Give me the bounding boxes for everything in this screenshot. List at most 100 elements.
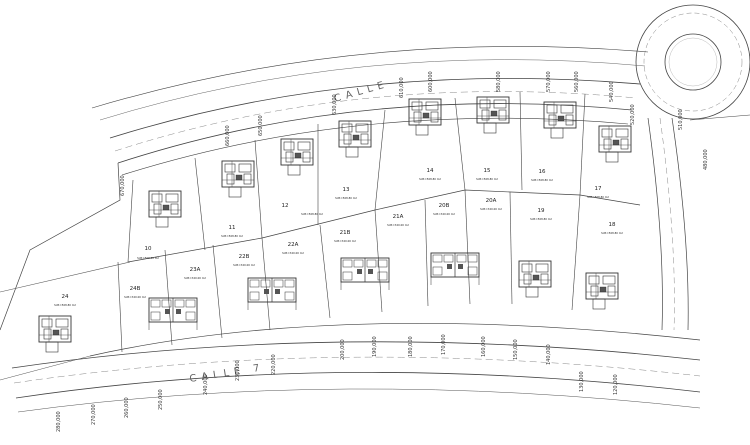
lot-number: 20A [486,198,497,204]
site-boundary [0,162,131,381]
stations-top: 480,000 510,000 520,000 540,000 560,000 … [120,71,709,196]
station-label: 230,000 [235,360,241,381]
station-label: 200,000 [340,339,346,360]
station-label: 120,000 [613,374,619,395]
station-label: 660,000 [225,125,231,146]
lot-number: 15 [484,168,491,174]
roundabout [635,4,750,120]
lot-number: 16 [539,169,546,175]
station-label: 150,000 [513,339,519,360]
lot-area: SUP.=508.80 m2 [54,303,76,307]
lot-area: SUP.=508.80 m2 [301,212,323,216]
lot-area: SUP.=320.00 m2 [433,212,455,216]
lot-area: SUP.=508.80 m2 [137,256,159,260]
lot-22b: 22B SUP.=320.00 m2 [233,254,255,267]
lot-number: 21B [340,230,351,236]
lower-street [11,323,701,413]
lot-area: SUP.=320.00 m2 [184,276,206,280]
lot-area: SUP.=508.80 m2 [601,231,623,235]
lot-number: 11 [229,225,236,231]
station-label: 270,000 [91,404,97,425]
lot-number: 19 [538,208,545,214]
lot-20a: 20A SUP.=320.00 m2 [480,198,502,211]
lot-area: SUP.=320.00 m2 [124,295,146,299]
lot-area: SUP.=320.00 m2 [233,263,255,267]
station-label: 540,000 [609,81,615,102]
station-label: 560,000 [574,71,580,92]
station-label: 130,000 [579,371,585,392]
lot-number: 10 [145,246,152,252]
station-label: 600,000 [428,71,434,92]
lot-number: 18 [609,222,616,228]
stations-bottom: 120,000 130,000 140,000 150,000 160,000 … [56,334,619,432]
station-label: 670,000 [120,175,126,196]
station-label: 160,000 [481,336,487,357]
lot-lines [117,91,641,353]
station-label: 140,000 [546,344,552,365]
street-name-upper: CALLE [333,79,390,105]
lot-21b: 21B SUP.=320.00 m2 [334,230,356,243]
lot-number: 22B [239,254,250,260]
lot-area: SUP.=320.00 m2 [334,239,356,243]
station-label: 510,000 [678,109,684,130]
lot-22a: 22A SUP.=320.00 m2 [282,242,304,255]
lot-number: 22A [288,242,299,248]
lot-area: SUP.=508.80 m2 [419,177,441,181]
lot-number: 12 [282,203,289,209]
lot-area: SUP.=320.00 m2 [387,223,409,227]
lot-number: 17 [595,186,602,192]
station-label: 180,000 [408,336,414,357]
station-label: 240,000 [203,374,209,395]
lot-number: 14 [427,168,434,174]
lot-area: SUP.=320.00 m2 [480,207,502,211]
station-label: 250,000 [158,389,164,410]
lot-area: SUP.=508.80 m2 [221,234,243,238]
station-label: 170,000 [441,334,447,355]
upper-street [91,46,649,176]
station-label: 520,000 [630,104,636,125]
lot-24b: 24B SUP.=320.00 m2 [124,286,146,299]
station-label: 630,000 [332,94,338,115]
station-label: 480,000 [703,149,709,170]
street-name-lower: CALLE 7 [189,362,266,385]
station-label: 570,000 [546,71,552,92]
lot-21a: 21A SUP.=320.00 m2 [387,214,409,227]
lot-area: SUP.=508.80 m2 [530,217,552,221]
lot-23a: 23A SUP.=320.00 m2 [184,267,206,280]
station-label: 190,000 [372,336,378,357]
lot-number: 24B [130,286,141,292]
lot-number: 21A [393,214,404,220]
lot-area: SUP.=320.00 m2 [282,251,304,255]
station-label: 260,000 [124,397,130,418]
lot-area: SUP.=508.80 m2 [587,195,609,199]
houses [38,96,632,353]
lot-area: SUP.=508.80 m2 [531,178,553,182]
lot-number: 13 [343,187,350,193]
lot-area: SUP.=508.80 m2 [476,177,498,181]
lot-number: 24 [62,294,69,300]
lot-number: 20B [439,203,450,209]
station-label: 280,000 [56,411,62,432]
lot-area: SUP.=508.80 m2 [335,196,357,200]
station-label: 650,000 [258,115,264,136]
station-label: 220,000 [271,354,277,375]
station-label: 580,000 [496,71,502,92]
station-label: 610,000 [399,77,405,98]
side-street [647,114,750,331]
lot-number: 23A [190,267,201,273]
lot-20b: 20B SUP.=320.00 m2 [433,203,455,216]
